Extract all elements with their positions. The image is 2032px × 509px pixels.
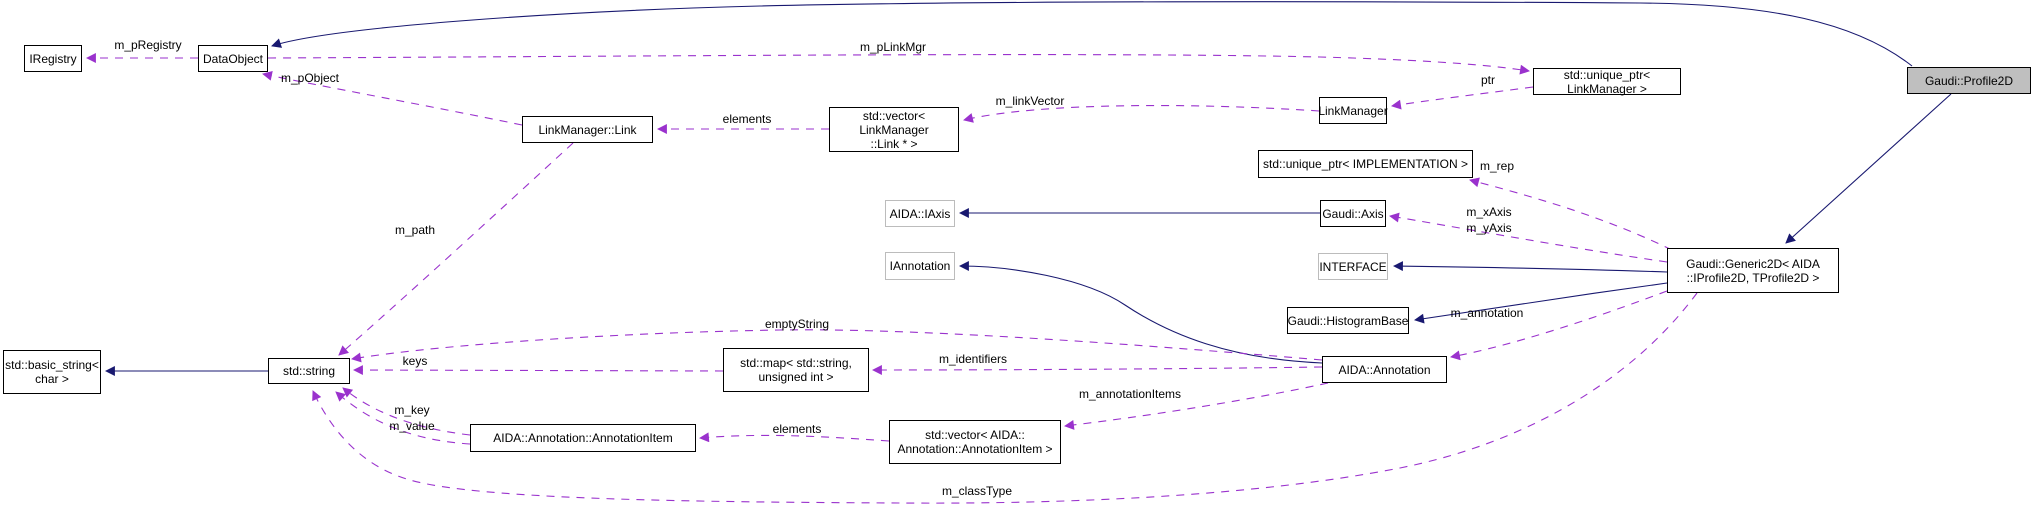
edge-use-m-plinkmgr bbox=[267, 54, 1530, 75]
edge-label-m-path: m_path bbox=[394, 223, 436, 237]
node-vector-annotationitem[interactable]: std::vector< AIDA:: Annotation::Annotati… bbox=[889, 420, 1061, 464]
edge-label-m-key-m-value: m_key m_value bbox=[389, 403, 435, 433]
edge-label-ptr: ptr bbox=[1480, 73, 1496, 87]
edge-inherit-generic2d-interface bbox=[1393, 261, 1668, 273]
edge-label-m-rep: m_rep bbox=[1479, 159, 1515, 173]
edge-use-m-value bbox=[335, 391, 471, 445]
edge-label-elements-bottom: elements bbox=[772, 422, 822, 436]
edge-use-emptystring bbox=[351, 329, 1323, 363]
edge-label-m-plinkmgr: m_pLinkMgr bbox=[859, 40, 927, 54]
node-aida-iaxis[interactable]: AIDA::IAxis bbox=[885, 200, 955, 227]
edge-use-m-identifiers bbox=[872, 365, 1323, 375]
edge-label-m-pobject: m_pObject bbox=[280, 71, 340, 85]
node-unique-ptr-implementation[interactable]: std::unique_ptr< IMPLEMENTATION > bbox=[1258, 150, 1473, 178]
edge-use-m-classtype bbox=[312, 292, 1698, 504]
edge-label-elements-top: elements bbox=[722, 112, 772, 126]
edge-use-elements-bottom bbox=[699, 432, 890, 443]
node-linkmanager[interactable]: LinkManager bbox=[1318, 97, 1388, 124]
edge-inherit-profile2d-generic2d bbox=[1785, 93, 1952, 244]
node-unique-ptr-linkmanager[interactable]: std::unique_ptr< LinkManager > bbox=[1533, 68, 1681, 96]
edge-label-m-xaxis-m-yaxis: m_xAxis m_yAxis bbox=[1466, 205, 1512, 235]
edge-use-m-path bbox=[338, 142, 574, 356]
edge-use-keys bbox=[353, 365, 724, 375]
edge-label-keys: keys bbox=[402, 354, 428, 368]
node-gaudi-histogrambase[interactable]: Gaudi::HistogramBase bbox=[1287, 307, 1409, 334]
edge-use-m-key bbox=[342, 387, 471, 436]
edge-use-m-linkvector bbox=[963, 104, 1320, 123]
edge-use-m-annotation bbox=[1450, 290, 1668, 361]
node-iregistry[interactable]: IRegistry bbox=[24, 45, 82, 72]
node-iannotation[interactable]: IAnnotation bbox=[885, 252, 955, 280]
node-std-map[interactable]: std::map< std::string, unsigned int > bbox=[723, 348, 869, 392]
edge-label-m-identifiers: m_identifiers bbox=[938, 352, 1008, 366]
node-annotationitem[interactable]: AIDA::Annotation::AnnotationItem bbox=[470, 424, 696, 452]
edge-use-m-xaxis-m-yaxis bbox=[1389, 212, 1668, 263]
edge-inherit-profile2d-dataobject bbox=[271, 1, 1913, 67]
node-std-string[interactable]: std::string bbox=[268, 358, 350, 384]
node-gaudi-generic2d[interactable]: Gaudi::Generic2D< AIDA ::IProfile2D, TPr… bbox=[1667, 248, 1839, 293]
node-vector-linkmanager-link[interactable]: std::vector< LinkManager ::Link * > bbox=[829, 107, 959, 152]
node-gaudi-axis[interactable]: Gaudi::Axis bbox=[1320, 200, 1386, 227]
node-gaudi-profile2d[interactable]: Gaudi::Profile2D bbox=[1907, 67, 2031, 94]
edge-use-m-pobject bbox=[262, 70, 523, 126]
edge-label-emptystring: emptyString bbox=[764, 317, 830, 331]
edge-label-m-pregistry: m_pRegistry bbox=[114, 38, 182, 52]
node-aida-annotation[interactable]: AIDA::Annotation bbox=[1322, 356, 1447, 383]
edge-use-m-annotationitems bbox=[1064, 382, 1329, 430]
edge-label-m-classtype: m_classType bbox=[941, 484, 1013, 498]
edge-inherit-annotation-iannotation bbox=[959, 261, 1323, 364]
node-linkmanager-link[interactable]: LinkManager::Link bbox=[522, 116, 653, 143]
node-std-basic-string[interactable]: std::basic_string< char > bbox=[3, 350, 101, 394]
node-interface[interactable]: INTERFACE bbox=[1318, 253, 1388, 280]
node-dataobject[interactable]: DataObject bbox=[198, 45, 268, 72]
edge-label-m-annotationitems: m_annotationItems bbox=[1078, 387, 1182, 401]
edge-label-m-linkvector: m_linkVector bbox=[995, 94, 1065, 108]
edge-label-m-annotation: m_annotation bbox=[1450, 306, 1524, 320]
edge-use-ptr bbox=[1391, 86, 1534, 110]
edge-inherit-generic2d-histogrambase bbox=[1414, 282, 1668, 324]
